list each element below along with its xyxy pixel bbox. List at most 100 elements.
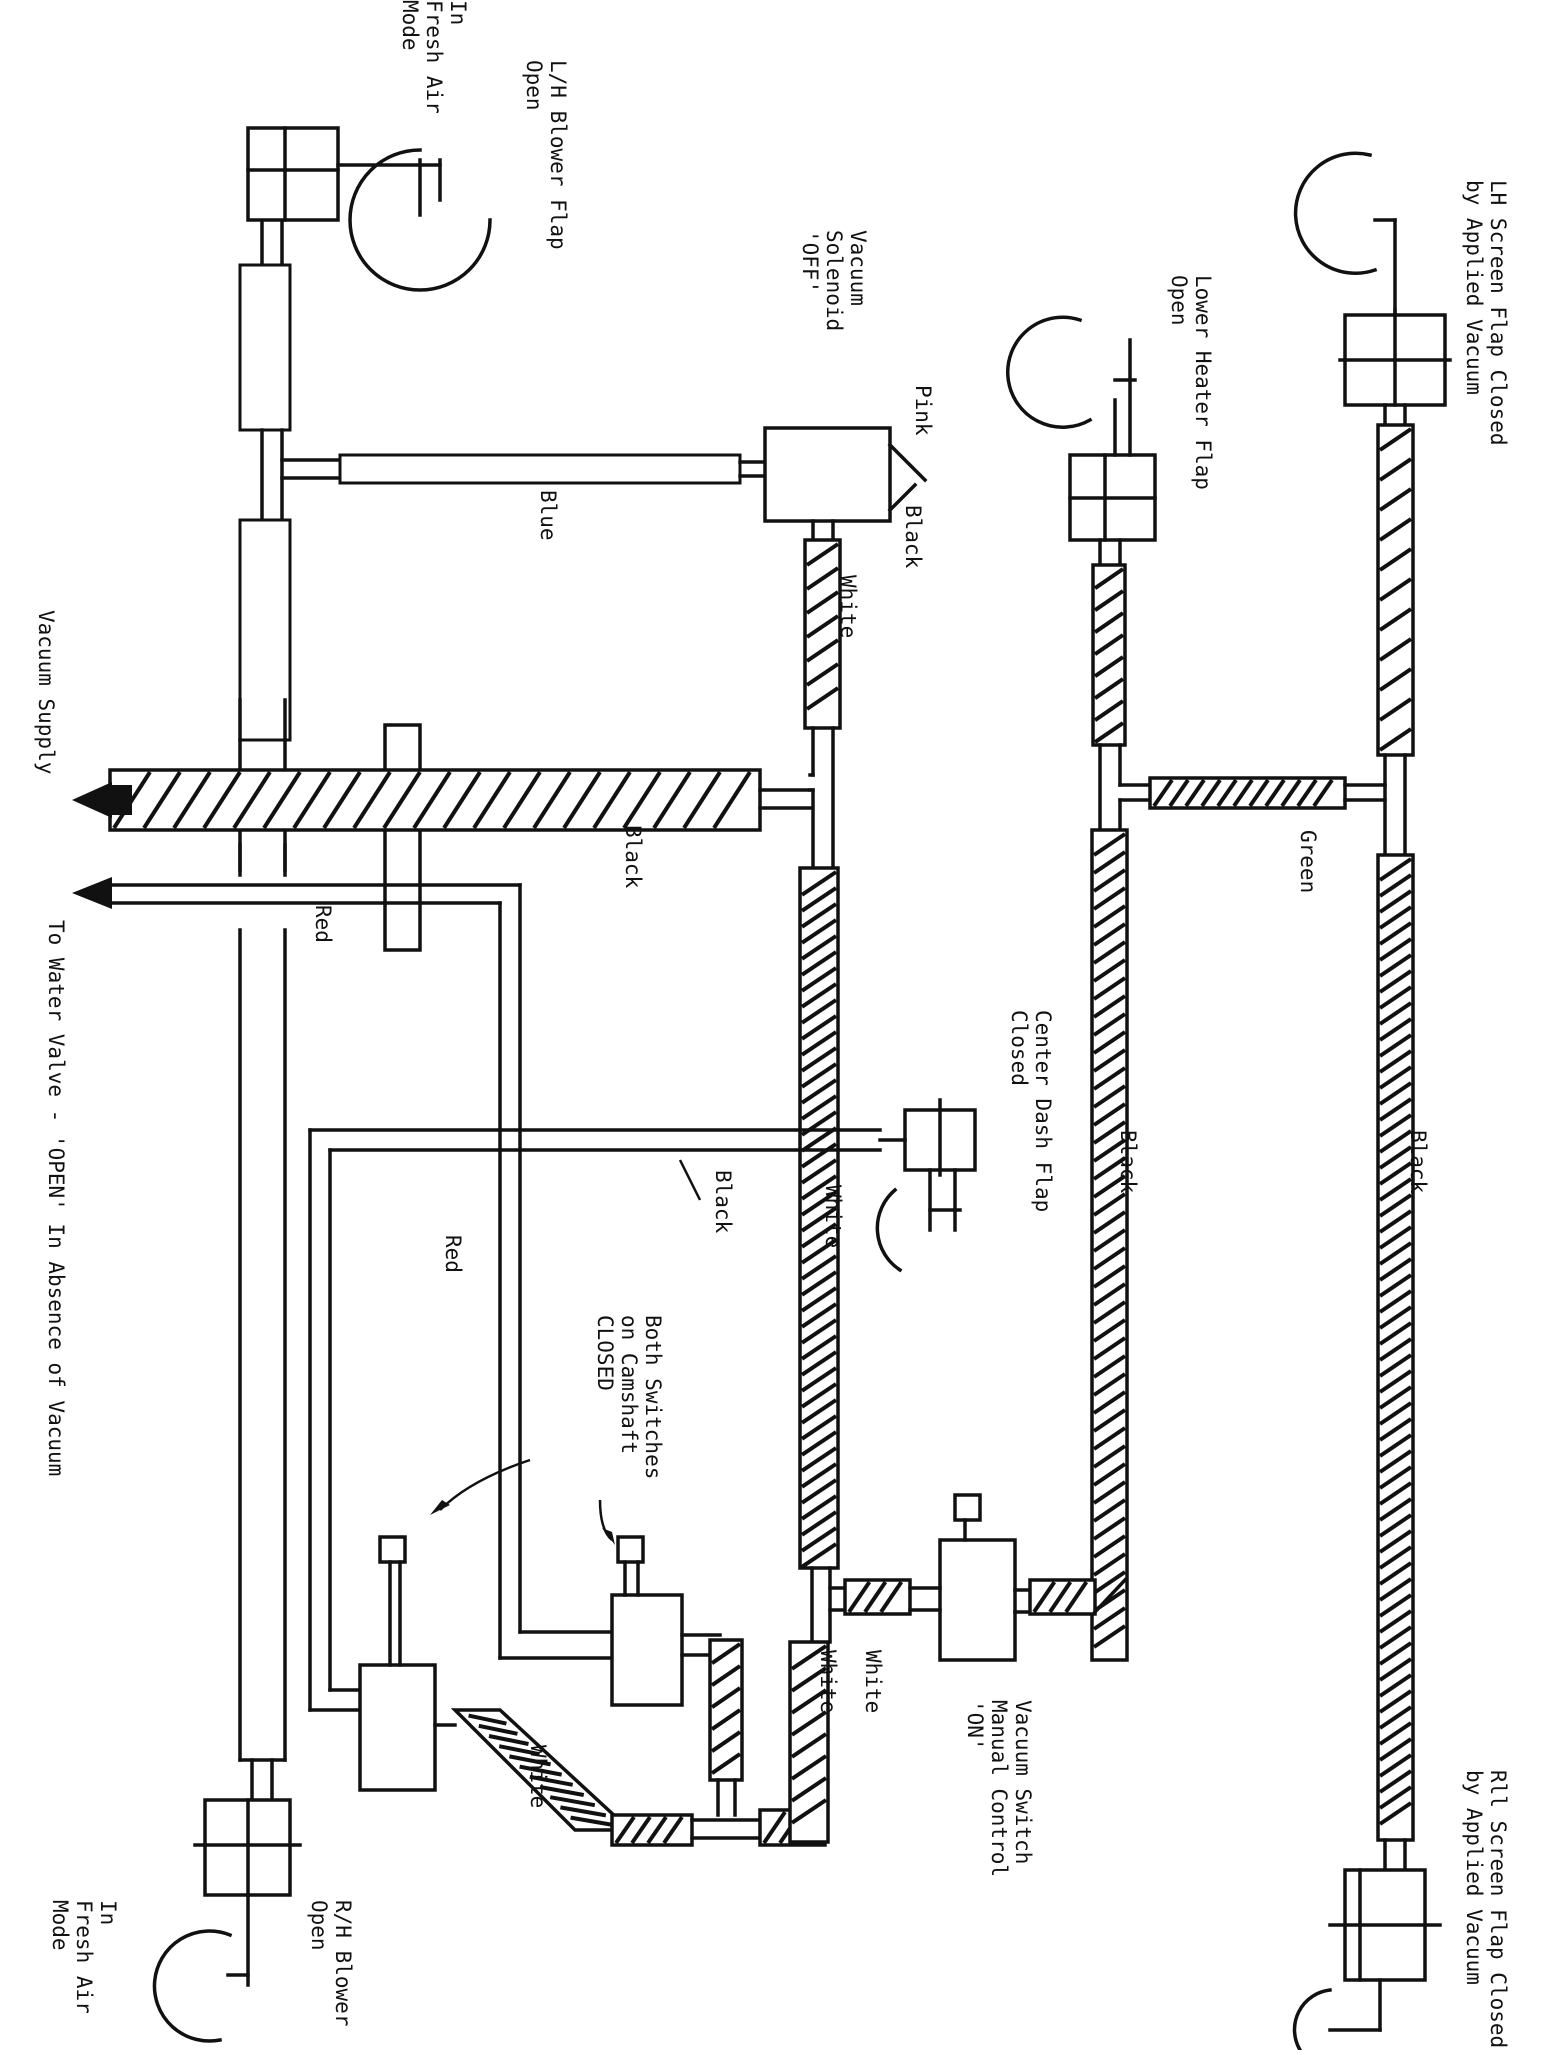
hatch-line bbox=[488, 1734, 529, 1746]
hatch-line bbox=[1378, 1161, 1413, 1186]
hatch-line bbox=[805, 614, 840, 639]
hatch-line bbox=[662, 1815, 684, 1845]
hatch-line bbox=[1378, 697, 1413, 722]
hatch-line bbox=[498, 1744, 540, 1757]
hatch-line bbox=[800, 1286, 838, 1313]
hose-pink-label: Pink bbox=[911, 385, 935, 436]
hatch-line bbox=[1092, 1336, 1127, 1361]
hatch-line bbox=[790, 1688, 828, 1715]
hatch-line bbox=[1152, 778, 1174, 808]
hatch-line bbox=[202, 770, 242, 830]
hatch-line bbox=[1092, 1246, 1127, 1271]
hatch-line bbox=[800, 1158, 838, 1185]
callout-arrows bbox=[430, 1458, 615, 1545]
hatch-line bbox=[478, 1723, 518, 1736]
hatch-line bbox=[1378, 1353, 1413, 1378]
hatch-line bbox=[1312, 778, 1334, 808]
hatch-line bbox=[1378, 727, 1413, 752]
hatch-line bbox=[1378, 1769, 1413, 1794]
hatch-line bbox=[1092, 850, 1127, 875]
hatch-line bbox=[790, 1644, 828, 1671]
hatch-line bbox=[800, 1078, 838, 1105]
rh-blower-label: R/H Blower Open bbox=[307, 1900, 355, 2027]
hatch-line bbox=[1378, 1065, 1413, 1090]
hatch-line bbox=[800, 870, 838, 897]
hatch-line bbox=[468, 1713, 507, 1726]
rh-blower-actuator bbox=[152, 1798, 302, 2043]
hatch-line bbox=[790, 1776, 828, 1803]
hatch-line bbox=[1378, 427, 1413, 452]
hatch-line bbox=[382, 770, 422, 830]
hatch-line bbox=[539, 1785, 585, 1797]
hatch-line bbox=[1092, 1444, 1127, 1469]
hatch-line bbox=[800, 1030, 838, 1057]
lh-fresh-air-label: In Fresh Air Mode bbox=[398, 0, 470, 114]
vacuum-supply-label: Vacuum Supply bbox=[34, 610, 58, 775]
hatch-line bbox=[800, 1350, 838, 1377]
hatch-line bbox=[472, 770, 512, 830]
hatch-line bbox=[1378, 1417, 1413, 1442]
hatch-line bbox=[800, 1382, 838, 1409]
hatch-line bbox=[1378, 1385, 1413, 1410]
hatch-line bbox=[1378, 487, 1413, 512]
hatch-line bbox=[805, 590, 840, 615]
hose-white-switch-a-label: White bbox=[861, 1650, 885, 1714]
hatch-line bbox=[800, 886, 838, 913]
hatch-line bbox=[710, 1708, 742, 1731]
hatch-line bbox=[1092, 1624, 1127, 1649]
hatch-line bbox=[1378, 1545, 1413, 1570]
hatch-line bbox=[800, 1398, 838, 1425]
hatch-line bbox=[1092, 868, 1127, 893]
hatch-line bbox=[1093, 633, 1125, 656]
water-valve-label: To Water Valve - 'OPEN' In Absence of Va… bbox=[44, 920, 68, 1477]
hatch-line bbox=[502, 770, 542, 830]
lh-screen-actuator bbox=[1293, 151, 1452, 1872]
hatch-line bbox=[630, 1815, 652, 1845]
hatch-line bbox=[800, 998, 838, 1025]
hose-blue-label: Blue bbox=[536, 490, 560, 541]
hatch-line bbox=[1092, 904, 1127, 929]
hatch-line bbox=[1378, 889, 1413, 914]
vacuum-switch-label: Vacuum Switch Manual Control 'ON' bbox=[963, 1700, 1035, 1878]
hatch-line bbox=[1092, 1390, 1127, 1415]
hatch-line bbox=[1378, 1497, 1413, 1522]
hatch-line bbox=[549, 1795, 596, 1808]
hatch-line bbox=[232, 770, 272, 830]
hatch-line bbox=[1378, 1289, 1413, 1314]
center-dash-actuator bbox=[308, 1098, 977, 1712]
white-hose-solenoid bbox=[803, 538, 842, 870]
hatch-line bbox=[652, 770, 692, 830]
hatch-line bbox=[1378, 1017, 1413, 1042]
hatch-line bbox=[1378, 873, 1413, 898]
hatch-line bbox=[710, 1686, 742, 1709]
red-water-hose bbox=[72, 877, 614, 1660]
hatch-line bbox=[1378, 1337, 1413, 1362]
hose-red-water-label: Red bbox=[311, 905, 335, 943]
hatch-line bbox=[800, 1446, 838, 1473]
hatch-line bbox=[710, 1752, 742, 1775]
hatch-line bbox=[1378, 1145, 1413, 1170]
hatch-line bbox=[519, 1764, 563, 1777]
hatch-line bbox=[800, 1494, 838, 1521]
hatch-line bbox=[1092, 1012, 1127, 1037]
hatch-line bbox=[1093, 589, 1125, 612]
camshaft-switches bbox=[358, 1535, 830, 1847]
hatch-line bbox=[1378, 1561, 1413, 1586]
hatch-line bbox=[1092, 1552, 1127, 1577]
hatch-line bbox=[1216, 778, 1238, 808]
hatch-line bbox=[800, 1142, 838, 1169]
hatch-line bbox=[1378, 1801, 1413, 1826]
hatch-line bbox=[790, 1754, 828, 1781]
hatch-line bbox=[1092, 1516, 1127, 1541]
hatch-line bbox=[805, 686, 840, 711]
hatch-line bbox=[1378, 1513, 1413, 1538]
hatch-line bbox=[790, 1710, 828, 1737]
rh-screen-actuator bbox=[1292, 1868, 1442, 2053]
hatch-line bbox=[1092, 1138, 1127, 1163]
hatch-line bbox=[1378, 1657, 1413, 1682]
hatch-line bbox=[1378, 1609, 1413, 1634]
hatch-line bbox=[1378, 1113, 1413, 1138]
hose-black-center-dash-label: Black bbox=[711, 1170, 735, 1234]
hatch-line bbox=[1232, 778, 1254, 808]
hatch-line bbox=[800, 1414, 838, 1441]
